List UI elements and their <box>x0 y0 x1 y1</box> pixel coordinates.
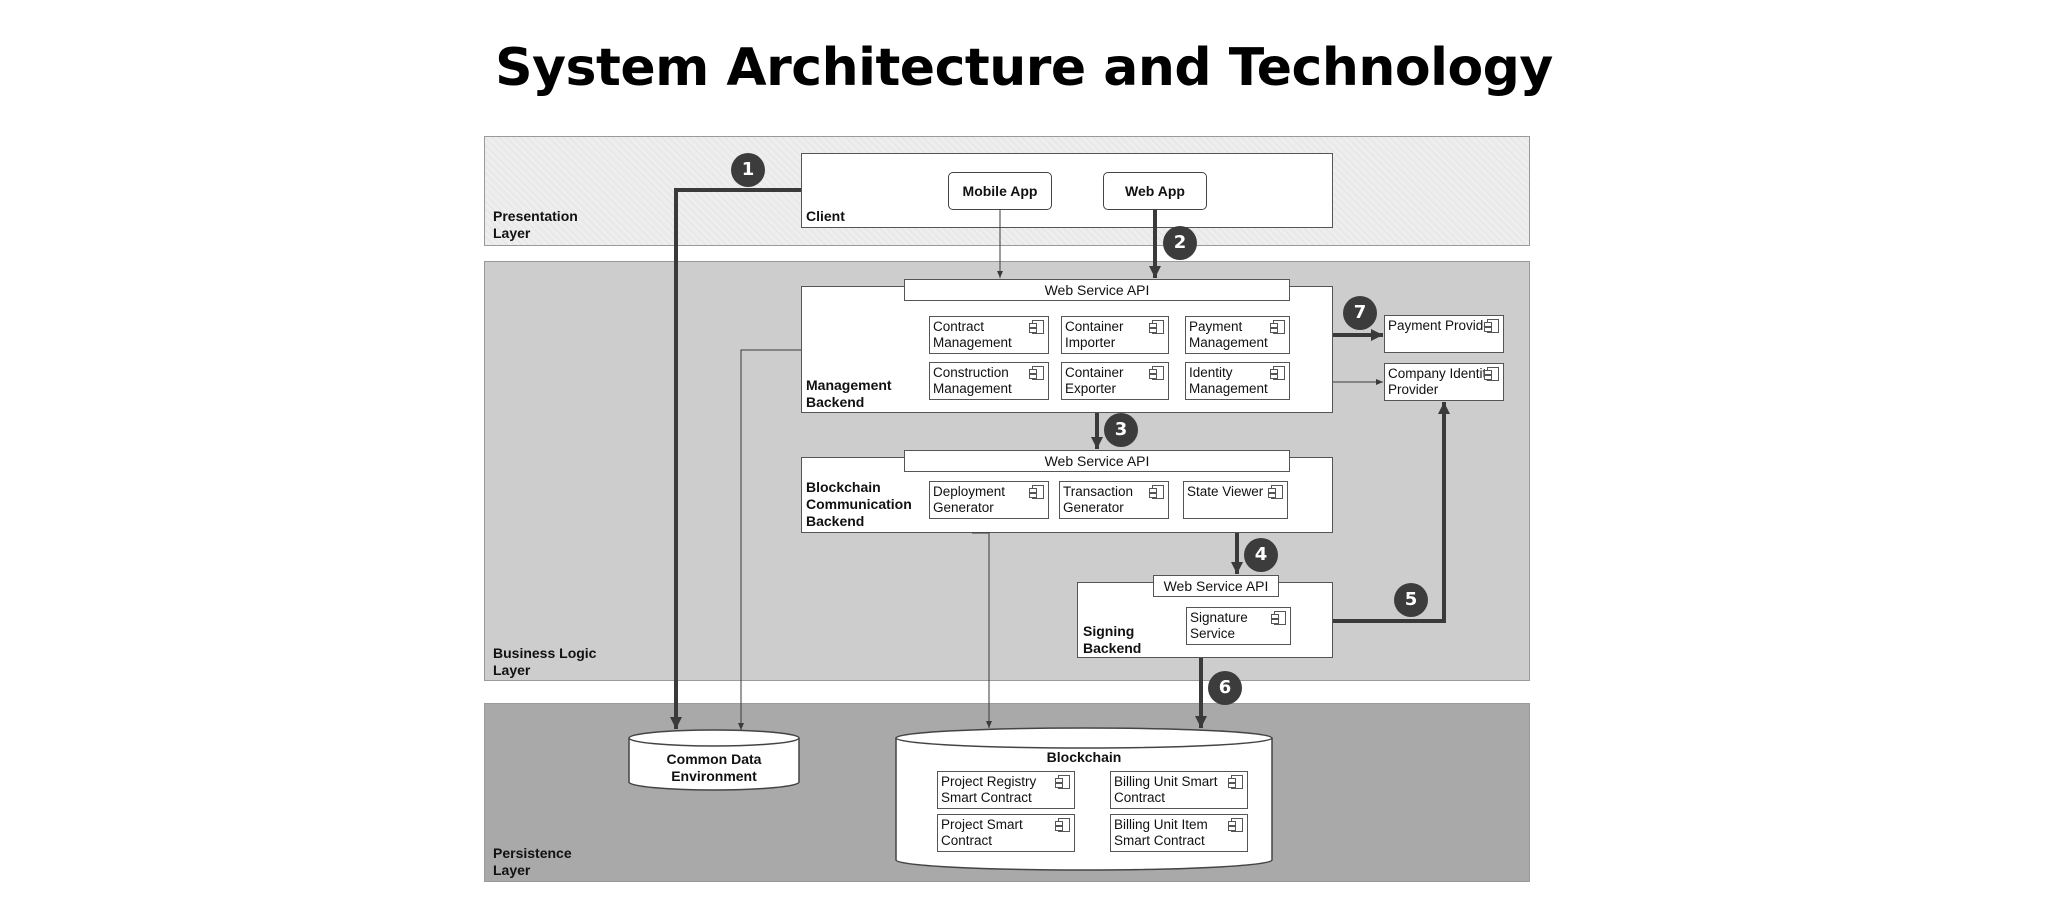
component-icon <box>1149 320 1164 334</box>
component-icon <box>1271 611 1286 625</box>
component-icon <box>1270 366 1285 380</box>
step-badge-5: 5 <box>1394 583 1428 617</box>
business-layer-label: Business Logic Layer <box>493 645 597 678</box>
component-signature-service: Signature Service <box>1186 607 1291 645</box>
component-icon <box>1029 366 1044 380</box>
component-deployment-generator: Deployment Generator <box>929 481 1049 519</box>
component-icon <box>1055 818 1070 832</box>
blockchain-label: Blockchain <box>1046 749 1122 765</box>
component-payment-management: Payment Management <box>1185 316 1290 354</box>
management-backend-label: Management Backend <box>806 377 892 410</box>
web-app-box: Web App <box>1103 172 1207 210</box>
management-api: Web Service API <box>904 279 1290 301</box>
blockchain-backend-label: Blockchain Communication Backend <box>806 479 912 529</box>
blockchain-backend-to-blockchain-arrow <box>972 532 992 728</box>
common-data-environment-cylinder <box>628 729 800 791</box>
arrow-5 <box>1333 402 1450 623</box>
contract-project: Project Smart Contract <box>937 814 1075 852</box>
arrow-1 <box>670 188 801 729</box>
common-data-environment-label: Common Data Environment <box>666 751 762 784</box>
component-icon <box>1149 366 1164 380</box>
component-icon <box>1228 818 1243 832</box>
step-badge-1: 1 <box>731 153 765 187</box>
identity-provider-box: Company Identity Provider <box>1384 363 1504 401</box>
step-badge-4: 4 <box>1244 538 1278 572</box>
step-badge-3: 3 <box>1104 413 1138 447</box>
client-box <box>801 153 1333 228</box>
persistence-layer-label: Persistence Layer <box>493 845 572 878</box>
client-label: Client <box>806 208 845 224</box>
payment-provider-box: Payment Provider <box>1384 315 1504 353</box>
component-identity-management: Identity Management <box>1185 362 1290 400</box>
component-icon <box>1270 320 1285 334</box>
component-transaction-generator: Transaction Generator <box>1059 481 1169 519</box>
signing-backend-api: Web Service API <box>1153 575 1279 597</box>
page-title: System Architecture and Technology <box>495 38 1553 98</box>
component-container-importer: Container Importer <box>1061 316 1169 354</box>
management-to-common-data-arrow <box>738 349 801 730</box>
presentation-layer-label: Presentation Layer <box>493 208 578 241</box>
step-badge-2: 2 <box>1163 226 1197 260</box>
component-contract-management: Contract Management <box>929 316 1049 354</box>
contract-project-registry: Project Registry Smart Contract <box>937 771 1075 809</box>
component-state-viewer: State Viewer <box>1183 481 1288 519</box>
component-icon <box>1484 319 1499 333</box>
signing-backend-label: Signing Backend <box>1083 623 1142 656</box>
component-icon <box>1149 485 1164 499</box>
mobile-app-box: Mobile App <box>948 172 1052 210</box>
contract-billing-unit-item: Billing Unit Item Smart Contract <box>1110 814 1248 852</box>
component-icon <box>1228 775 1243 789</box>
component-icon <box>1029 320 1044 334</box>
component-icon <box>1484 367 1499 381</box>
contract-billing-unit: Billing Unit Smart Contract <box>1110 771 1248 809</box>
component-icon <box>1268 485 1283 499</box>
component-icon <box>1055 775 1070 789</box>
step-badge-7: 7 <box>1343 296 1377 330</box>
component-construction-management: Construction Management <box>929 362 1049 400</box>
component-container-exporter: Container Exporter <box>1061 362 1169 400</box>
blockchain-backend-api: Web Service API <box>904 450 1290 472</box>
component-icon <box>1029 485 1044 499</box>
step-badge-6: 6 <box>1208 671 1242 705</box>
